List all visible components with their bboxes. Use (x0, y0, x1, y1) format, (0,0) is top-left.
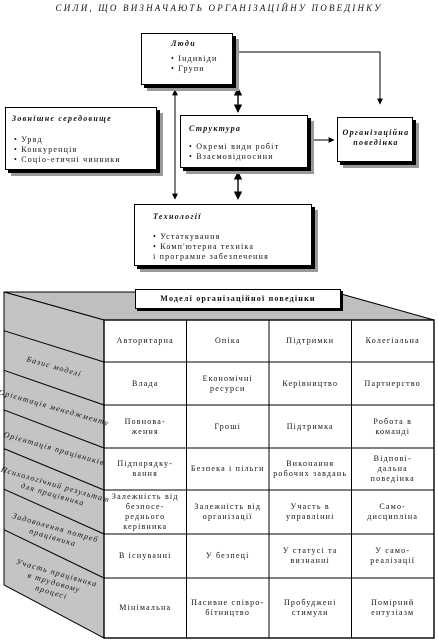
box-org-title: Організаційна поведінка (342, 128, 410, 147)
table-cell: Керівництво (282, 378, 339, 388)
box-environment-item: • Конкуренція (14, 145, 78, 154)
table-cell: Повнова- ження (124, 416, 166, 436)
table-cell: Гроші (214, 421, 241, 431)
table-cell: Само- дисципліна (367, 502, 419, 521)
table-cell: У само- реалізації (370, 546, 416, 565)
box-technology: Технології • Устаткування • Комп'ютерна … (134, 204, 312, 266)
box-environment-item: • Уряд (14, 135, 43, 144)
table-cell: Пасивне співро- бітництво (191, 598, 265, 617)
box-structure-title: Структура (189, 124, 242, 133)
table-cell: Робота в команді (373, 416, 413, 436)
table-column-header: Опіка (214, 336, 241, 345)
table-cell: У безпеці (205, 551, 250, 560)
table-cell: Залежність від організації (194, 502, 262, 521)
table-column-header: Авторитарна (116, 336, 174, 345)
box-people-item: • Індивіди (171, 54, 218, 63)
box-structure-item: • Окремі види робіт (189, 142, 280, 151)
table-cell: Безпека і пільги (190, 464, 265, 473)
table-cell: В існуванні (118, 551, 172, 560)
table-cell: Влада (132, 378, 159, 388)
table-cell: Участь в управлінні (285, 502, 335, 521)
box-technology-title: Технології (153, 212, 202, 221)
table-side-divider (3, 369, 105, 406)
box-technology-item: • Комп'ютерна техніка (153, 242, 255, 251)
table-side-divider (3, 529, 105, 579)
table-side-divider (3, 330, 105, 363)
box-people: Люди • Індивіди • Групи (141, 33, 233, 85)
arrow-people-org (236, 51, 383, 105)
box-people-item: • Групи (171, 64, 205, 73)
table-cell: У статусі та визнанні (282, 546, 338, 565)
box-environment: Зовнішнє середовище • Уряд • Конкуренція… (5, 107, 157, 170)
table-cell: Залежність від безпосе- реднього керівни… (111, 492, 179, 531)
table-cell: Пробуджені стимули (283, 598, 337, 617)
box-structure: Структура • Окремі види робіт • Взаємові… (180, 115, 308, 168)
box-organizational-behavior: Організаційна поведінка (337, 117, 413, 162)
table-cell: Відпові- дальна поведінка (370, 454, 415, 483)
table-column-header: Колегіальна (365, 336, 420, 345)
box-structure-item: • Взаємовідносини (189, 152, 274, 161)
table-side-divider (3, 448, 105, 491)
table-column-header: Підтримки (286, 336, 335, 345)
table-cell: Партнерство (364, 378, 422, 388)
table-side-divider (3, 488, 105, 535)
table-cell: Економічні ресурси (202, 373, 253, 393)
table-cell: Підпорядку- вання (117, 459, 174, 478)
table-cell: Виконання робочих завдань (273, 459, 348, 478)
table-cell: Мінімальна (119, 603, 172, 612)
box-people-title: Люди (171, 39, 196, 48)
box-environment-title: Зовнішнє середовище (12, 114, 112, 123)
box-environment-item: • Соціо-етичні чинники (14, 155, 121, 164)
table-cell: Помірний ентузіазм (371, 598, 415, 617)
box-technology-item: • Устаткування (153, 232, 221, 241)
page-title: СИЛИ, ЩО ВИЗНАЧАЮТЬ ОРГАНІЗАЦІЙНУ ПОВЕДІ… (55, 3, 383, 13)
table-title: Моделі організаційної поведінки (135, 289, 341, 309)
table-cell: Підтримка (286, 421, 334, 431)
box-technology-item: і програмне забезпечення (153, 252, 269, 261)
table-side-divider (3, 409, 105, 449)
